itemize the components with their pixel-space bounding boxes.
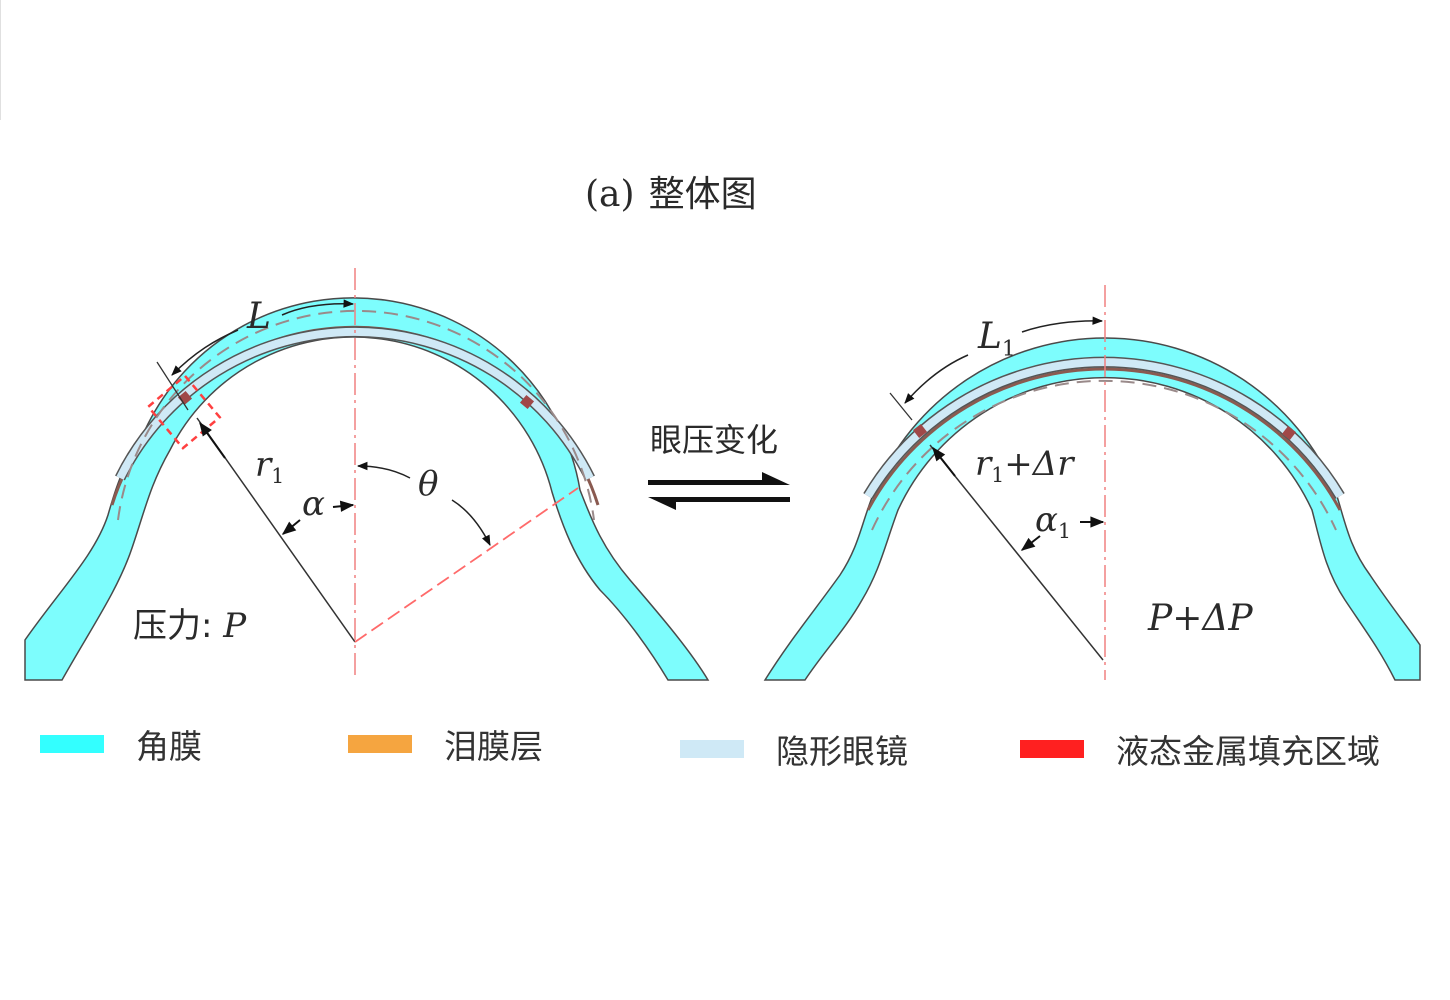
- legend-swatch-tear-film: [348, 735, 412, 753]
- pressure-label-right: P+ΔP: [1148, 598, 1253, 639]
- arc-length-label-L: L: [247, 296, 271, 337]
- caption-text: 整体图: [648, 174, 757, 215]
- arc-L-arrow-2: [281, 299, 355, 316]
- alpha-subscript: 1: [1057, 519, 1071, 544]
- legend-item-tear-film: 泪膜层: [348, 722, 543, 766]
- cornea-left: [24, 297, 710, 681]
- theta-arrow-1: [356, 461, 411, 479]
- radius-symbol: r: [255, 445, 272, 485]
- liquid-metal-marker-right-1: [912, 423, 928, 439]
- angle-alpha1-label: α1: [1035, 500, 1071, 543]
- page-edge-line: [0, 0, 7, 120]
- radius-subscript: 1: [271, 464, 285, 489]
- cornea-midline-left: [117, 309, 595, 521]
- legend-item-liquid-metal: 液态金属填充区域: [1020, 727, 1380, 771]
- radius-subscript: 1: [991, 463, 1005, 488]
- pressure-symbol: P: [223, 606, 247, 646]
- liquid-metal-marker-right-2: [1281, 425, 1297, 441]
- angle-alpha-label: α: [302, 484, 325, 524]
- angle-theta-label: θ: [418, 464, 439, 504]
- legend-item-contact-lens: 隐形眼镜: [680, 727, 908, 771]
- radius-symbol: r: [975, 444, 992, 484]
- cornea-right: [763, 337, 1421, 681]
- arc-subscript: 1: [1001, 336, 1016, 362]
- left-panel-normal-pressure: [24, 268, 710, 681]
- cornea-midline-right: [871, 379, 1337, 531]
- radius-line-right: [929, 444, 1104, 661]
- legend-label: 角膜: [136, 727, 202, 766]
- reverse-arrow: [648, 497, 790, 510]
- transition-label: 眼压变化: [650, 421, 779, 459]
- equilibrium-arrows: [648, 472, 790, 510]
- alpha-arrow-2: [332, 500, 355, 512]
- arc-tick-left: [156, 361, 189, 411]
- pressure-prefix: 压力:: [133, 606, 224, 646]
- radius-delta: +Δr: [1004, 444, 1074, 484]
- figure-caption: (a) 整体图: [585, 165, 757, 217]
- right-panel-increased-pressure: [763, 285, 1421, 681]
- arc-length-label-L1: L1: [978, 316, 1016, 362]
- radius-label-r1: r1: [255, 445, 284, 488]
- liquid-metal-marker-left-2: [519, 394, 535, 410]
- forward-arrow: [648, 472, 790, 485]
- caption-tag: (a): [585, 174, 635, 215]
- legend-swatch-contact-lens: [680, 740, 744, 758]
- radius-arrow-left: [199, 421, 226, 459]
- alpha-symbol: α: [1035, 500, 1058, 540]
- theta-arrow-2: [451, 499, 491, 546]
- legend-swatch-cornea: [40, 735, 104, 753]
- legend-label: 液态金属填充区域: [1116, 732, 1380, 771]
- liquid-metal-marker-left-1: [177, 390, 193, 406]
- pressure-label-left: 压力: P: [133, 598, 246, 647]
- arc-tick-right: [889, 392, 913, 421]
- theta-line: [354, 487, 579, 643]
- legend-swatch-liquid-metal: [1020, 740, 1084, 758]
- tear-film-right: [866, 367, 1342, 511]
- alpha-arrow-1: [281, 519, 301, 535]
- arc-L1-arrow-1: [904, 354, 969, 404]
- alpha1-arrow-1: [1020, 535, 1041, 551]
- legend-item-cornea: 角膜: [40, 722, 202, 766]
- radius-arrow-right: [932, 446, 956, 477]
- radius-label-r1-plus-delta-r: r1+Δr: [975, 444, 1074, 487]
- legend-label: 隐形眼镜: [776, 732, 908, 771]
- arc-L-arrow-1: [171, 329, 239, 376]
- arc-symbol: L: [978, 316, 1002, 357]
- legend-label: 泪膜层: [444, 727, 543, 766]
- arc-L1-arrow-2: [1021, 316, 1104, 333]
